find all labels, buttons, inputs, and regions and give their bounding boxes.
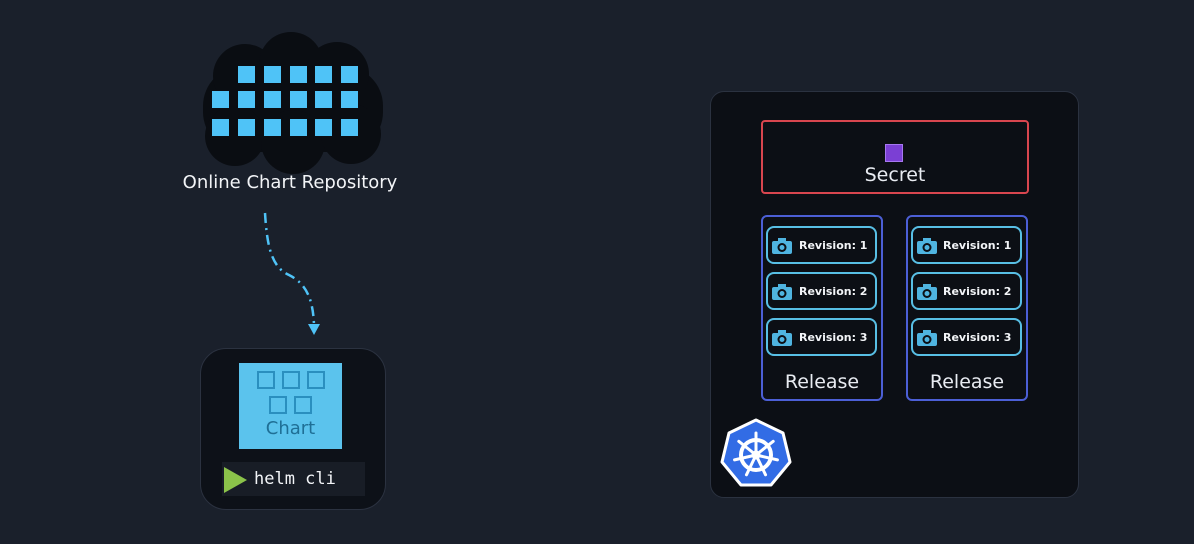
chart-square [341,91,358,108]
cloud-icon [203,32,383,174]
release-label: Release [784,371,860,393]
chart-square [212,91,229,108]
chart-square [290,91,307,108]
chart-square [341,66,358,83]
chart-square [341,119,358,136]
chart-square [238,66,255,83]
chart-label: Chart [265,418,316,439]
camera-icon [772,284,792,300]
revision-label: Revision: 2 [799,285,868,298]
chart-square [315,66,332,83]
revision-label: Revision: 3 [799,331,868,344]
secret-icon [885,144,903,162]
chart-square [315,119,332,136]
secret-label: Secret [864,164,926,186]
chart-square [264,119,281,136]
chart-square [290,66,307,83]
helm-cli-bar[interactable] [222,462,365,496]
release-label: Release [929,371,1005,393]
chart-square [315,91,332,108]
revision-item[interactable] [911,318,1022,356]
chart-square [238,91,255,108]
camera-icon [772,238,792,254]
revision-item[interactable] [911,226,1022,264]
chart-squares-icon [257,371,325,414]
revision-item[interactable] [766,318,877,356]
chart-square [290,119,307,136]
revision-label: Revision: 3 [943,331,1012,344]
release-box[interactable] [906,215,1028,401]
revision-label: Revision: 1 [943,239,1012,252]
download-arrow [263,212,320,335]
revision-label: Revision: 2 [943,285,1012,298]
helm-cli-label: helm cli [254,469,336,489]
camera-icon [917,330,937,346]
secret-box[interactable] [761,120,1029,194]
revision-label: Revision: 1 [799,239,868,252]
camera-icon [917,238,937,254]
camera-icon [772,330,792,346]
play-icon [224,467,247,493]
chart-square [238,119,255,136]
chart-square [264,66,281,83]
chart-square [212,119,229,136]
revision-item[interactable] [911,272,1022,310]
camera-icon [917,284,937,300]
revision-item[interactable] [766,272,877,310]
repository-label: Online Chart Repository [182,172,398,193]
chart-square [264,91,281,108]
revision-item[interactable] [766,226,877,264]
release-box[interactable] [761,215,883,401]
kubernetes-icon [720,418,792,487]
